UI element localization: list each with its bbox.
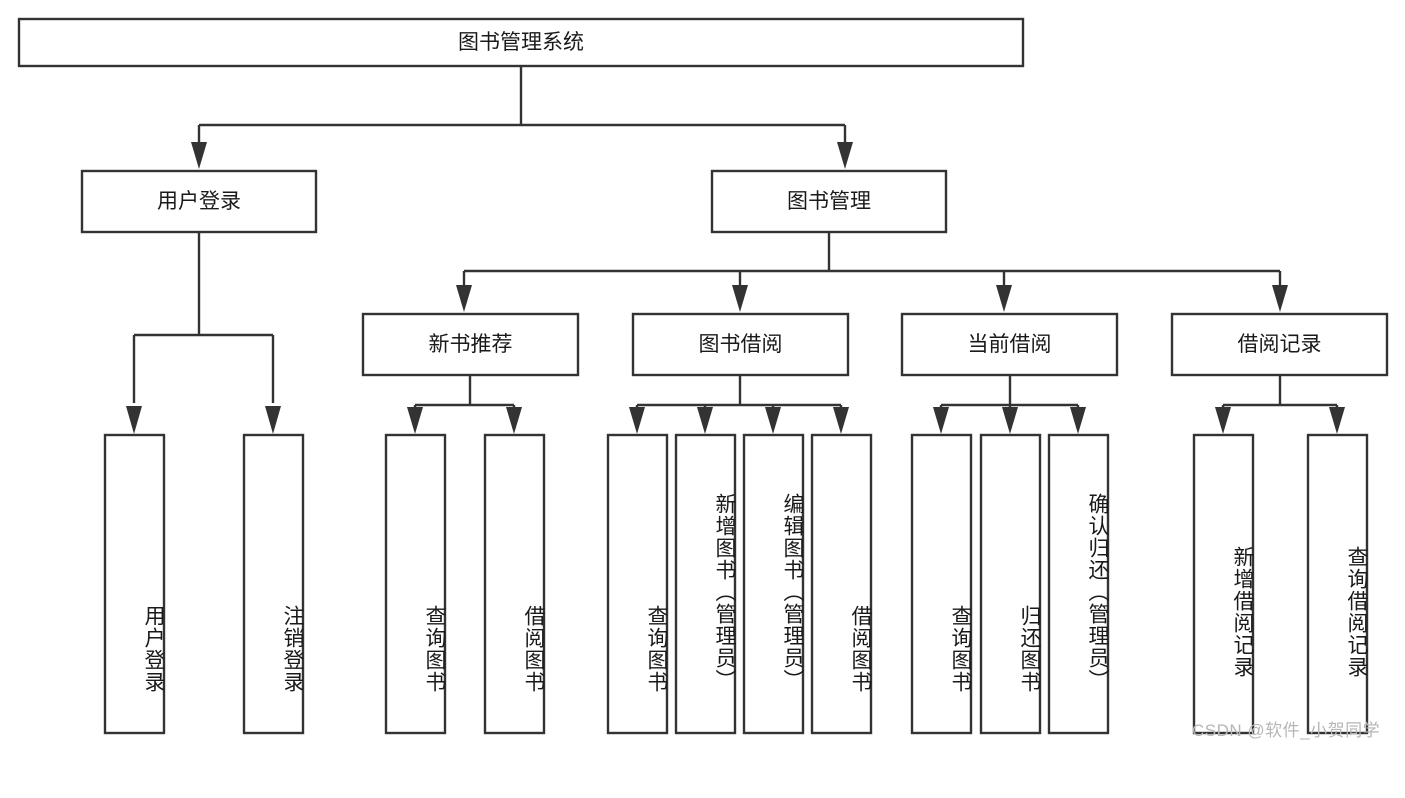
diagram-root: 图书管理系统 用户登录 图书管理 新书推荐 图书借阅 当前借阅 借阅记录 (17, 17, 1389, 740)
leaf-box-edit-book[interactable] (742, 433, 805, 735)
leaf-box-borrow-book-1[interactable] (483, 433, 546, 735)
arrow-head-new-book-recommend (456, 285, 472, 312)
arrow-head-leaf-query-book-2 (629, 407, 645, 434)
node-borrow-record[interactable]: 借阅记录 (1170, 312, 1389, 377)
node-user-login-label: 用户登录 (157, 190, 241, 213)
node-current-borrow[interactable]: 当前借阅 (900, 312, 1119, 377)
arrow-head-leaf-logout-login (265, 406, 281, 434)
arrow-head-current-borrow (996, 285, 1012, 312)
node-user-login[interactable]: 用户登录 (80, 169, 318, 234)
arrow-head-leaf-return-book (1002, 407, 1018, 434)
leaf-box-query-record[interactable] (1306, 433, 1369, 735)
leaf-box-query-book-3[interactable] (910, 433, 973, 735)
connector-borrow-record-to-leaves (1215, 375, 1345, 434)
leaf-box-query-book-2[interactable] (606, 433, 669, 735)
connector-book-manage-to-level3 (456, 232, 1288, 312)
node-current-borrow-label: 当前借阅 (968, 333, 1052, 356)
arrow-head-leaf-query-book-3 (933, 407, 949, 434)
arrow-head-leaf-confirm-return (1070, 407, 1086, 434)
node-book-borrow-label: 图书借阅 (699, 333, 783, 356)
node-book-borrow[interactable]: 图书借阅 (631, 312, 850, 377)
connector-book-borrow-to-leaves (629, 375, 849, 434)
leaf-boxes (103, 433, 1369, 735)
node-root-label: 图书管理系统 (458, 31, 584, 54)
leaf-box-borrow-book-2[interactable] (810, 433, 873, 735)
watermark-text: CSDN @软件_小贺同学 (1192, 721, 1381, 740)
leaf-box-confirm-return[interactable] (1047, 433, 1110, 735)
arrow-head-leaf-query-record (1329, 407, 1345, 434)
node-new-book-recommend[interactable]: 新书推荐 (361, 312, 580, 377)
node-borrow-record-label: 借阅记录 (1238, 333, 1322, 356)
node-book-manage[interactable]: 图书管理 (710, 169, 948, 234)
leaf-box-add-book[interactable] (674, 433, 737, 735)
connector-current-borrow-to-leaves (933, 375, 1086, 434)
arrow-head-leaf-query-book-1 (407, 407, 423, 434)
arrow-head-leaf-user-login (126, 406, 142, 434)
arrow-head-leaf-borrow-book-2 (833, 407, 849, 434)
connector-new-book-recommend-to-leaves (407, 375, 522, 434)
diagram-canvas: 图书管理系统 用户登录 图书管理 新书推荐 图书借阅 当前借阅 借阅记录 (17, 17, 1389, 735)
arrow-head-leaf-add-book (697, 407, 713, 434)
arrow-head-user-login (191, 142, 207, 169)
connector-user-login-to-leaves (126, 232, 281, 434)
leaf-box-add-record[interactable] (1192, 433, 1255, 735)
arrow-head-leaf-edit-book (765, 407, 781, 434)
leaf-box-user-login[interactable] (103, 433, 166, 735)
node-root[interactable]: 图书管理系统 (17, 17, 1025, 68)
arrow-head-book-borrow (732, 285, 748, 312)
arrow-head-leaf-add-record (1215, 407, 1231, 434)
arrow-head-borrow-record (1272, 285, 1288, 312)
node-book-manage-label: 图书管理 (787, 190, 871, 213)
arrow-head-book-manage (837, 142, 853, 169)
arrow-head-leaf-borrow-book-1 (506, 407, 522, 434)
leaf-box-query-book-1[interactable] (384, 433, 447, 735)
connector-root-to-level2 (191, 66, 853, 169)
leaf-box-logout-login[interactable] (242, 433, 305, 735)
node-new-book-recommend-label: 新书推荐 (429, 333, 513, 356)
leaf-box-return-book[interactable] (979, 433, 1042, 735)
